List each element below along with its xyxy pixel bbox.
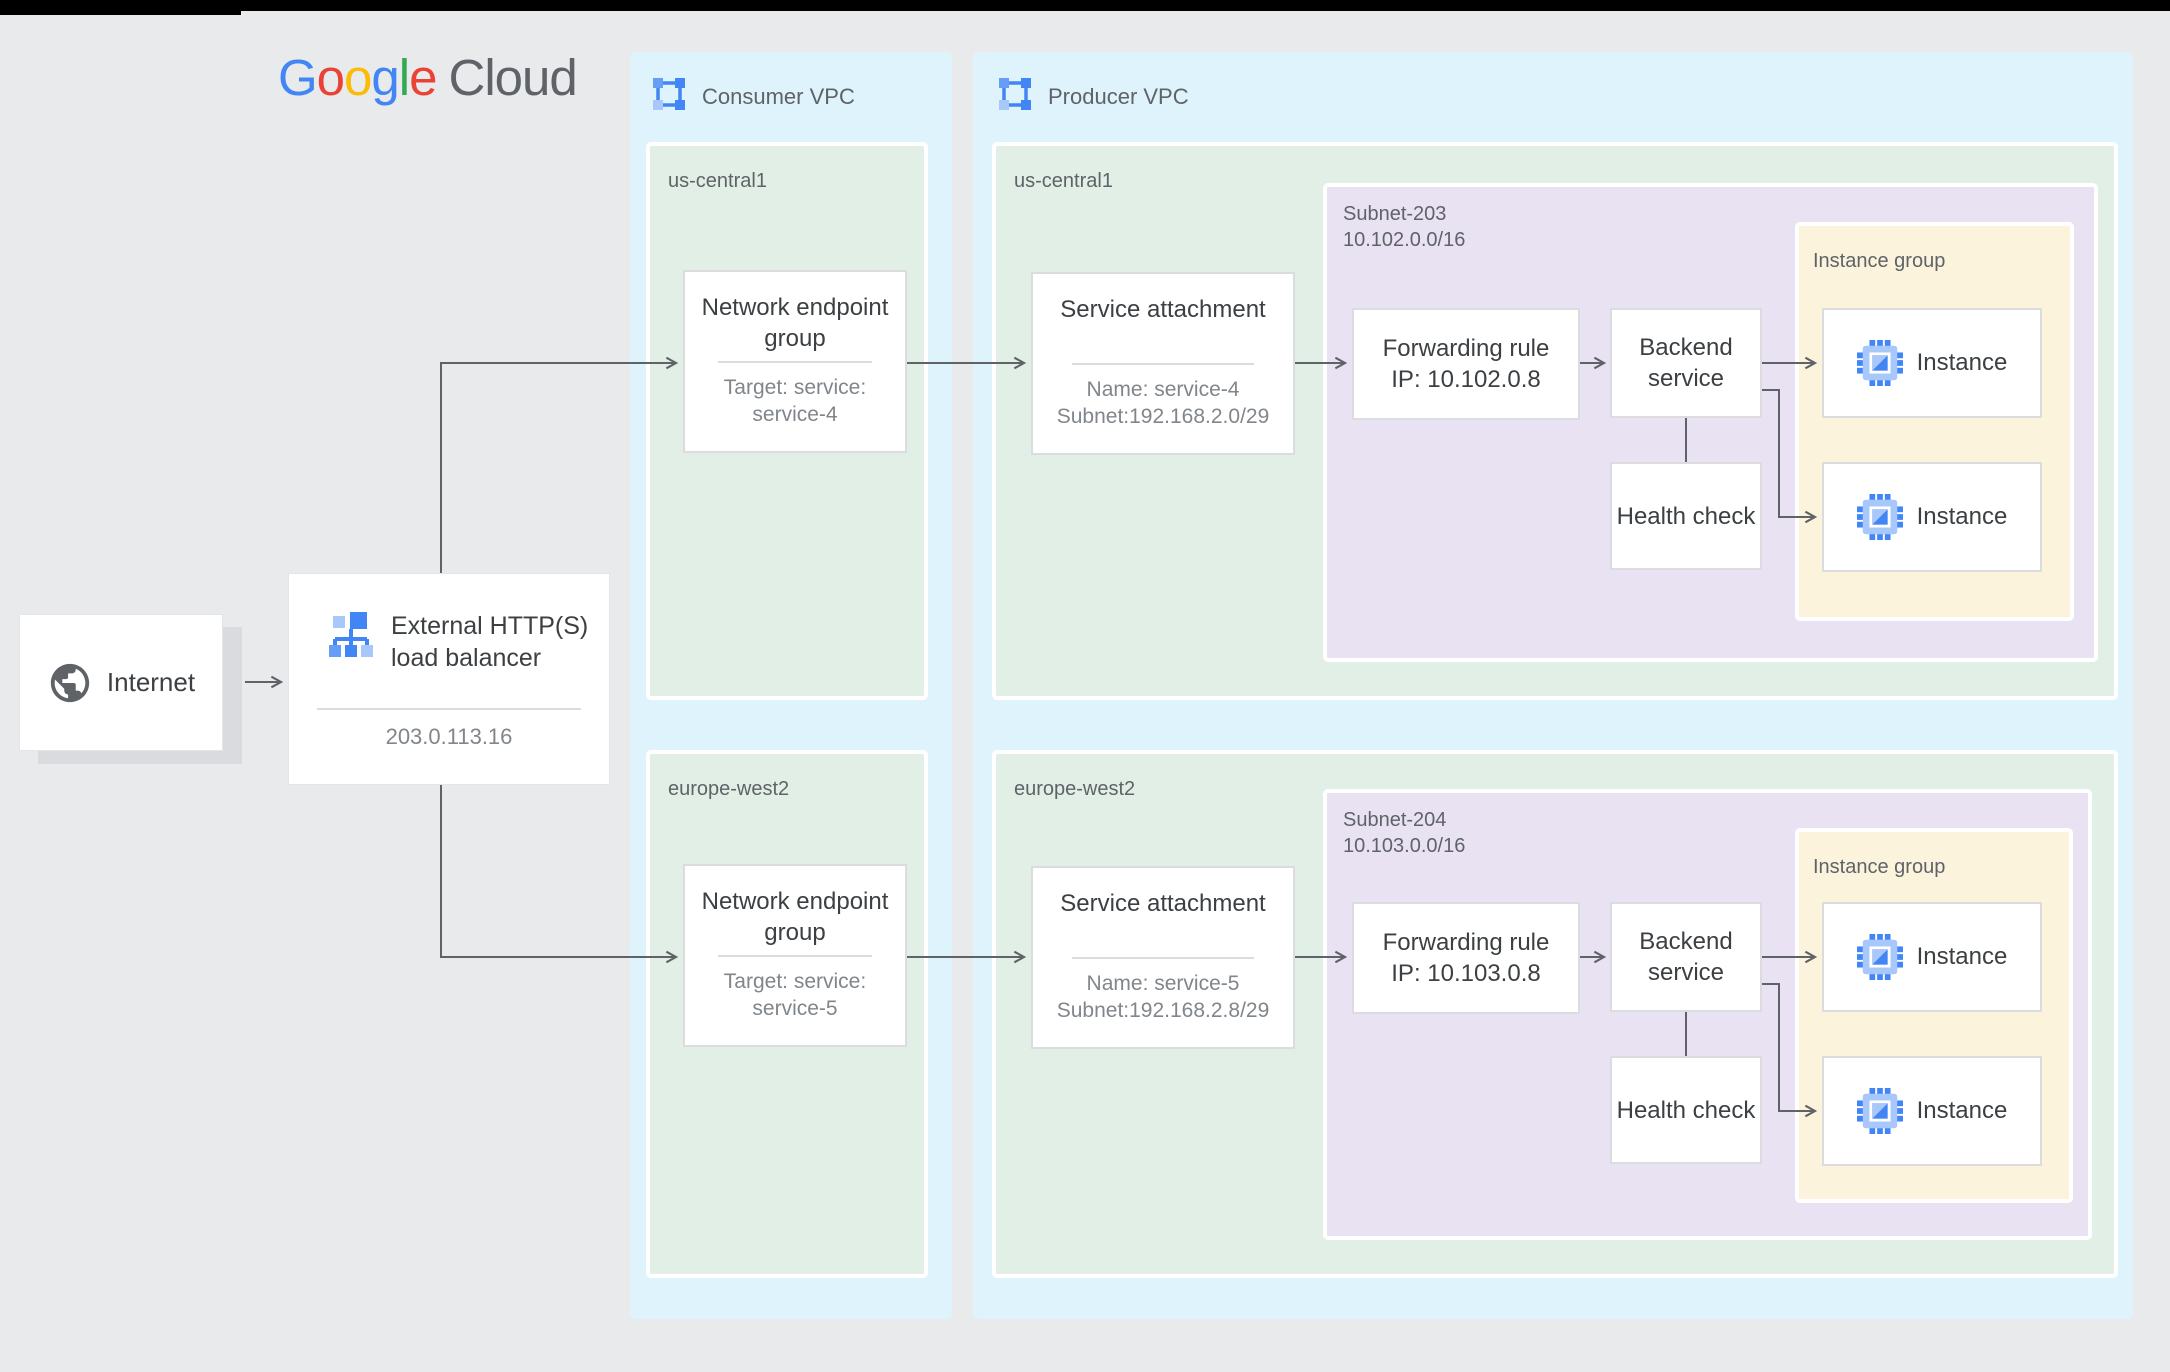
internet-node: Internet xyxy=(19,614,223,751)
service-attachment-name: Name: service-4 xyxy=(1086,378,1240,401)
forwarding-rule-ip: IP: 10.103.0.8 xyxy=(1391,960,1541,987)
instance-label: Instance xyxy=(1916,943,2008,970)
health-check-label: Health check xyxy=(1616,502,1756,530)
instance-label: Instance xyxy=(1916,503,2008,530)
top-edge-bar xyxy=(0,0,2170,11)
forwarding-rule-ip: IP: 10.102.0.8 xyxy=(1391,366,1541,393)
health-check-node: Health check xyxy=(1610,462,1762,570)
instance-label: Instance xyxy=(1916,1097,2008,1124)
logo-cloud-text: Cloud xyxy=(448,49,578,106)
compute-instance-icon xyxy=(1856,494,1903,540)
region-label: europe-west2 xyxy=(1014,778,1136,800)
logo-letter: l xyxy=(398,49,410,106)
service-attachment-name: Name: service-5 xyxy=(1086,972,1240,995)
neg-target: Target: service: service-5 xyxy=(723,970,867,1020)
health-check-label: Health check xyxy=(1616,1096,1756,1124)
instance-group-label: Instance group xyxy=(1813,250,1946,272)
forwarding-rule-node: Forwarding rule IP: 10.102.0.8 xyxy=(1352,308,1580,420)
compute-instance-icon xyxy=(1856,1088,1903,1134)
instance-node: Instance xyxy=(1822,902,2042,1012)
region-label: us-central1 xyxy=(668,170,767,192)
forwarding-rule-title: Forwarding rule xyxy=(1382,335,1550,362)
logo-letter: o xyxy=(344,49,372,106)
forwarding-rule-title: Forwarding rule xyxy=(1382,929,1550,956)
network-endpoint-group-node: Network endpoint group Target: service: … xyxy=(683,864,907,1047)
globe-icon xyxy=(50,663,90,702)
health-check-node: Health check xyxy=(1610,1056,1762,1164)
divider xyxy=(317,708,581,710)
load-balancer-icon xyxy=(329,612,373,657)
region-label: us-central1 xyxy=(1014,170,1113,192)
load-balancer-node: External HTTP(S) load balancer 203.0.113… xyxy=(288,573,610,785)
instance-label: Instance xyxy=(1916,349,2008,376)
region-label: europe-west2 xyxy=(668,778,790,800)
internet-label: Internet xyxy=(106,667,196,697)
neg-title: Network endpoint group xyxy=(701,888,889,946)
vpc-icon xyxy=(653,78,685,110)
subnet-cidr: 10.103.0.0/16 xyxy=(1343,835,1466,857)
backend-service-label: Backend service xyxy=(1639,928,1733,986)
service-attachment-node: Service attachment Name: service-5 Subne… xyxy=(1031,866,1295,1049)
service-attachment-title: Service attachment xyxy=(1060,296,1266,323)
backend-service-node: Backend service xyxy=(1610,902,1762,1012)
backend-service-label: Backend service xyxy=(1639,334,1733,392)
neg-title: Network endpoint group xyxy=(701,294,889,352)
logo-letter: e xyxy=(409,49,437,106)
logo-letter: o xyxy=(316,49,345,106)
top-left-bar xyxy=(0,0,241,15)
service-attachment-node: Service attachment Name: service-4 Subne… xyxy=(1031,272,1295,455)
instance-node: Instance xyxy=(1822,1056,2042,1166)
logo-letter: g xyxy=(371,49,399,106)
service-attachment-subnet: Subnet:192.168.2.8/29 xyxy=(1056,999,1270,1022)
divider xyxy=(1072,363,1254,365)
producer-vpc-label: Producer VPC xyxy=(1048,84,1189,109)
subnet-name: Subnet-204 xyxy=(1343,809,1447,831)
neg-target: Target: service: service-4 xyxy=(723,376,867,426)
compute-instance-icon xyxy=(1856,934,1903,980)
divider xyxy=(718,955,872,957)
backend-service-node: Backend service xyxy=(1610,308,1762,418)
compute-instance-icon xyxy=(1856,340,1903,386)
divider xyxy=(718,361,872,363)
service-attachment-title: Service attachment xyxy=(1060,890,1266,917)
subnet-name: Subnet-203 xyxy=(1343,203,1447,225)
load-balancer-title: External HTTP(S) load balancer xyxy=(391,612,589,672)
divider xyxy=(1072,957,1254,959)
service-attachment-subnet: Subnet:192.168.2.0/29 xyxy=(1056,405,1270,428)
instance-node: Instance xyxy=(1822,308,2042,418)
instance-node: Instance xyxy=(1822,462,2042,572)
subnet-cidr: 10.102.0.0/16 xyxy=(1343,229,1466,251)
logo-letter: G xyxy=(278,49,318,106)
network-endpoint-group-node: Network endpoint group Target: service: … xyxy=(683,270,907,453)
vpc-icon xyxy=(999,78,1031,110)
instance-group-label: Instance group xyxy=(1813,856,1946,878)
load-balancer-ip: 203.0.113.16 xyxy=(385,724,513,749)
forwarding-rule-node: Forwarding rule IP: 10.103.0.8 xyxy=(1352,902,1580,1014)
consumer-vpc-label: Consumer VPC xyxy=(702,84,855,109)
